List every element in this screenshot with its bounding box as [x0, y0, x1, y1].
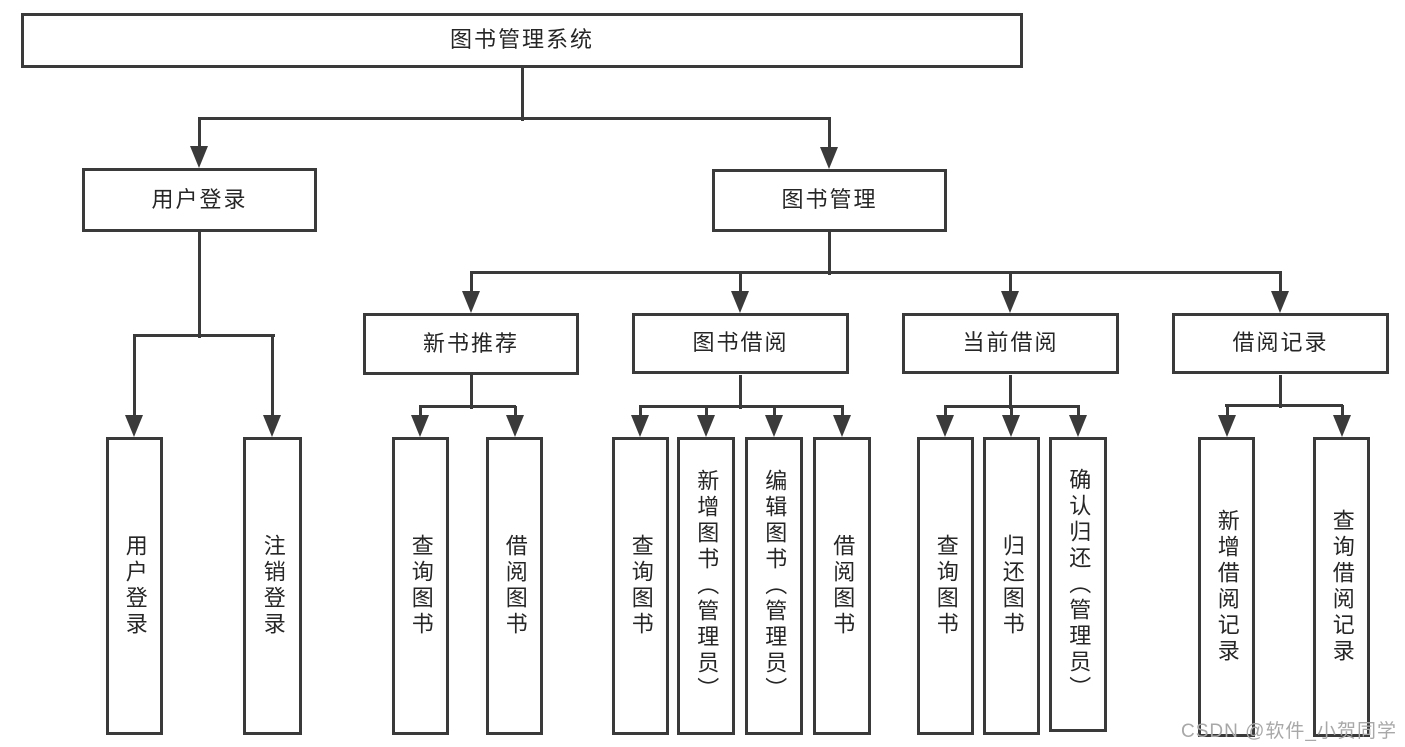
- connector-arrow-stub: [1278, 272, 1282, 295]
- node-leaf-user-login: 用户登录: [106, 437, 163, 735]
- connector-arrow-stub: [1225, 405, 1229, 419]
- connector-arrow-stub: [1340, 405, 1344, 419]
- connector-arrow-stub: [1008, 272, 1012, 295]
- connector-arrow-stub: [1009, 406, 1013, 419]
- connector-arrow-stub: [738, 272, 742, 295]
- node-book-borrow: 图书借阅: [632, 313, 849, 374]
- arrow-down-icon: [1069, 415, 1087, 437]
- csdn-watermark: CSDN @软件_小贺同学: [1181, 721, 1397, 742]
- arrow-down-icon: [125, 415, 143, 437]
- connector-vline: [520, 68, 524, 121]
- connector-arrow-stub: [270, 335, 274, 419]
- connector-arrow-stub: [840, 406, 844, 419]
- connector-arrow-stub: [418, 406, 422, 419]
- connector-hline: [419, 404, 516, 408]
- arrow-down-icon: [1002, 415, 1020, 437]
- arrow-down-icon: [1001, 291, 1019, 313]
- node-leaf-query-book-3: 查询图书: [917, 437, 974, 735]
- arrow-down-icon: [936, 415, 954, 437]
- connector-vline: [1008, 375, 1012, 409]
- node-leaf-query-book-2: 查询图书: [612, 437, 669, 735]
- connector-arrow-stub: [772, 406, 776, 419]
- connector-hline: [470, 270, 1282, 274]
- connector-arrow-stub: [943, 406, 947, 419]
- connector-arrow-stub: [1076, 406, 1080, 419]
- node-leaf-add-borrow-record: 新增借阅记录: [1198, 437, 1255, 737]
- node-leaf-borrow-book-1: 借阅图书: [486, 437, 543, 735]
- node-leaf-confirm-return: 确认归还（管理员）: [1049, 437, 1107, 732]
- arrow-down-icon: [1271, 291, 1289, 313]
- arrow-down-icon: [731, 291, 749, 313]
- arrow-down-icon: [765, 415, 783, 437]
- node-leaf-add-book: 新增图书（管理员）: [677, 437, 735, 735]
- connector-hline: [1225, 403, 1343, 407]
- connector-arrow-stub: [197, 118, 201, 150]
- connector-hline: [198, 116, 831, 120]
- node-leaf-return-book: 归还图书: [983, 437, 1040, 735]
- connector-vline: [469, 375, 473, 409]
- arrow-down-icon: [697, 415, 715, 437]
- arrow-down-icon: [190, 146, 208, 168]
- node-new-book-rec: 新书推荐: [363, 313, 579, 375]
- connector-arrow-stub: [638, 406, 642, 419]
- connector-arrow-stub: [469, 272, 473, 295]
- connector-arrow-stub: [132, 335, 136, 419]
- arrow-down-icon: [1333, 415, 1351, 437]
- arrow-down-icon: [411, 415, 429, 437]
- node-leaf-logout: 注销登录: [243, 437, 302, 735]
- connector-hline: [133, 333, 275, 337]
- connector-arrow-stub: [513, 406, 517, 419]
- connector-arrow-stub: [827, 118, 831, 151]
- node-borrow-records: 借阅记录: [1172, 313, 1389, 374]
- node-leaf-borrow-book-2: 借阅图书: [813, 437, 871, 735]
- arrow-down-icon: [263, 415, 281, 437]
- arrow-down-icon: [820, 147, 838, 169]
- connector-vline: [1278, 375, 1282, 408]
- arrow-down-icon: [506, 415, 524, 437]
- arrow-down-icon: [833, 415, 851, 437]
- connector-vline: [827, 232, 831, 275]
- connector-vline: [738, 375, 742, 409]
- node-leaf-query-borrow-record: 查询借阅记录: [1313, 437, 1370, 737]
- connector-hline: [639, 404, 844, 408]
- node-user-login: 用户登录: [82, 168, 317, 232]
- node-current-borrow: 当前借阅: [902, 313, 1119, 374]
- connector-arrow-stub: [704, 406, 708, 419]
- node-leaf-query-book-1: 查询图书: [392, 437, 449, 735]
- connector-vline: [197, 232, 201, 338]
- node-book-mgmt: 图书管理: [712, 169, 947, 232]
- arrow-down-icon: [631, 415, 649, 437]
- node-leaf-edit-book: 编辑图书（管理员）: [745, 437, 803, 735]
- arrow-down-icon: [1218, 415, 1236, 437]
- node-root: 图书管理系统: [21, 13, 1023, 68]
- arrow-down-icon: [462, 291, 480, 313]
